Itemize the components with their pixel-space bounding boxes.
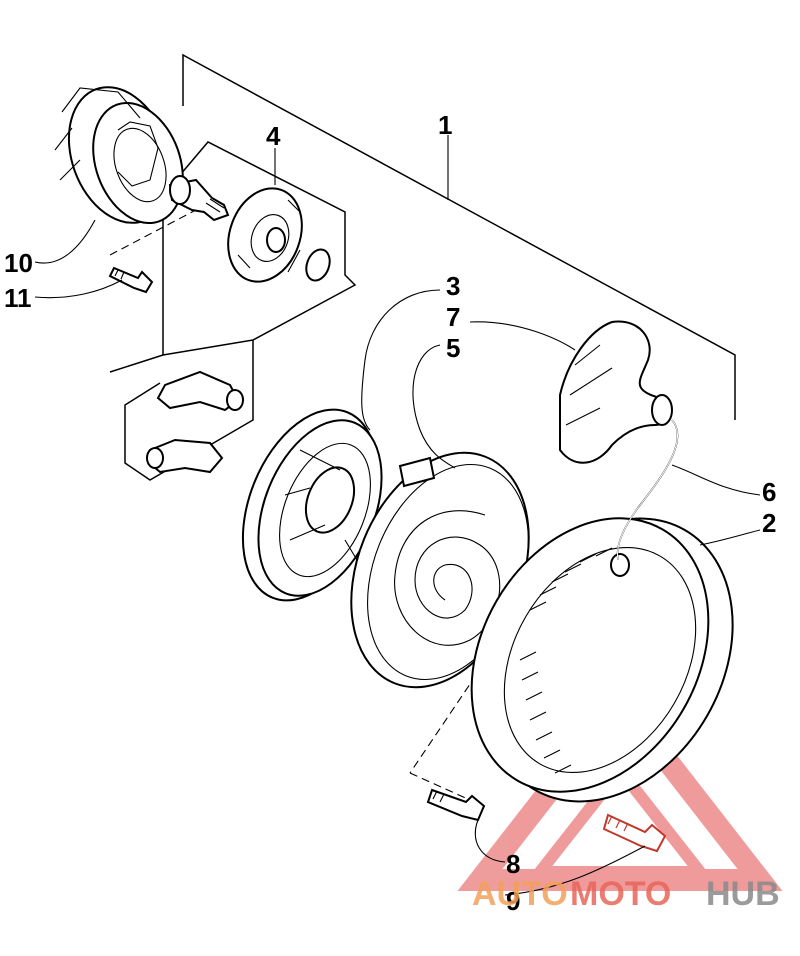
callout-11: 11 (4, 283, 32, 313)
assembly-bracket-1 (182, 53, 736, 420)
ratchet-assembly-part-4 (146, 175, 331, 474)
leader-lines (34, 219, 761, 896)
bolt-part-9 (602, 813, 667, 853)
watermark-auto: AUTO (472, 875, 568, 913)
drive-cup-part-10 (54, 86, 184, 225)
callout-3: 3 (446, 271, 460, 301)
callout-5: 5 (446, 333, 460, 363)
screw-part-11 (108, 266, 154, 294)
watermark-hub: HUB (706, 875, 780, 913)
callout-10: 10 (4, 248, 33, 278)
callout-1: 1 (438, 110, 452, 140)
bolt-part-8 (426, 788, 486, 822)
housing-part-2 (470, 517, 734, 803)
callout-4: 4 (266, 121, 281, 151)
callout-6: 6 (762, 477, 776, 507)
callout-7: 7 (446, 302, 460, 332)
handle-part-7 (559, 320, 673, 464)
callout-labels: 1 2 3 4 5 6 7 8 9 10 11 (4, 110, 776, 916)
watermark-moto: MOTO (570, 875, 671, 913)
rope-part-6 (616, 419, 679, 561)
callout-9: 9 (506, 886, 520, 916)
pulley-part-3 (241, 408, 383, 602)
callout-2: 2 (762, 508, 776, 538)
watermark-text: AUTO MOTO HUB (472, 875, 780, 913)
callout-8: 8 (506, 849, 520, 879)
